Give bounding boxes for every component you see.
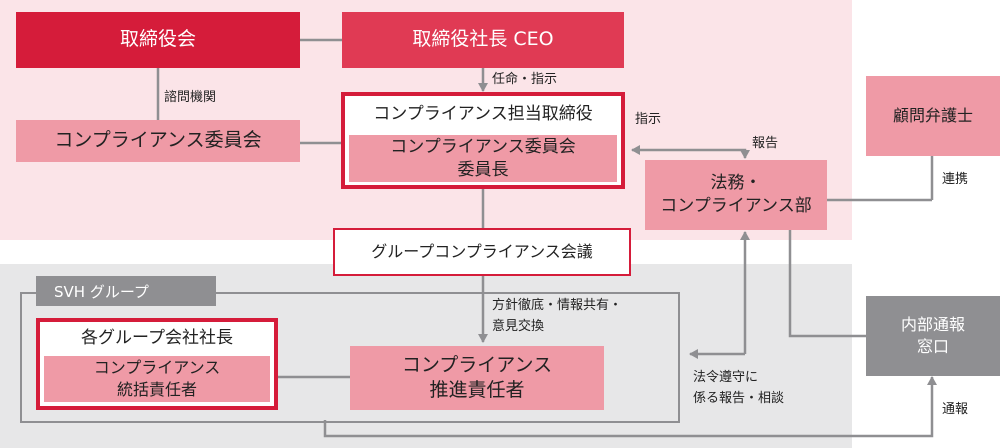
whistleblowing-desk-box: 内部通報 窓口 (866, 296, 1000, 376)
committee-chair-box: コンプライアンス委員会 委員長 (349, 135, 617, 182)
policy-label-line1: 方針徹底・情報共有・ (492, 298, 623, 313)
compliance-manager-line2: 統括責任者 (116, 380, 197, 399)
policy-label: 方針徹底・情報共有・ 意見交換 (492, 296, 622, 338)
instruct-label: 指示 (635, 112, 662, 127)
group-president-frame: 各グループ会社社長 コンプライアンス 統括責任者 (36, 318, 278, 410)
whistle-label: 通報 (942, 402, 969, 417)
legal-advisor-box: 顧問弁護士 (866, 76, 1000, 156)
consult-label: 法令遵守に 係る報告・相談 (693, 368, 784, 410)
group-compliance-meeting-box: グループコンプライアンス会議 (333, 228, 631, 276)
president-ceo-box: 取締役社長 CEO (342, 12, 624, 68)
report-arrow (693, 148, 750, 159)
compliance-committee-box: コンプライアンス委員会 (16, 120, 300, 162)
legal-dept-line2: コンプライアンス部 (660, 196, 812, 216)
cooperate-label: 連携 (942, 172, 969, 187)
compliance-officer-frame: コンプライアンス担当取締役 コンプライアンス委員会 委員長 (341, 92, 625, 189)
svh-group-outline (20, 292, 680, 423)
compliance-manager-line1: コンプライアンス (93, 358, 221, 378)
appoint-label: 任命・指示 (492, 72, 558, 87)
legal-hotline-line (788, 230, 866, 338)
consult-label-line1: 法令遵守に (693, 370, 759, 385)
hotline-line1: 内部通報 (900, 315, 965, 335)
compliance-officer-title: コンプライアンス担当取締役 (345, 96, 621, 133)
policy-label-line2: 意見交換 (492, 318, 545, 334)
group-president-title: 各グループ会社社長 (40, 322, 274, 354)
board-of-directors-box: 取締役会 (16, 12, 300, 68)
promoter-line1: コンプライアンス (401, 354, 553, 377)
committee-chair-line1: コンプライアンス委員会 (390, 136, 576, 157)
promoter-line2: 推進責任者 (429, 379, 525, 401)
advisory-label: 諮問機関 (164, 90, 217, 105)
svh-group-tab: SVH グループ (36, 276, 216, 306)
consult-label-line2: 係る報告・相談 (693, 390, 785, 406)
legal-compliance-dept-box: 法務・ コンプライアンス部 (645, 160, 827, 230)
hotline-line2: 窓口 (916, 337, 949, 356)
report-label: 報告 (752, 136, 779, 151)
committee-chair-line2: 委員長 (457, 159, 509, 180)
whistle-arrow (323, 376, 937, 438)
legal-dept-line1: 法務・ (710, 173, 762, 194)
compliance-promoter-box: コンプライアンス 推進責任者 (350, 346, 604, 410)
compliance-manager-box: コンプライアンス 統括責任者 (44, 356, 270, 402)
